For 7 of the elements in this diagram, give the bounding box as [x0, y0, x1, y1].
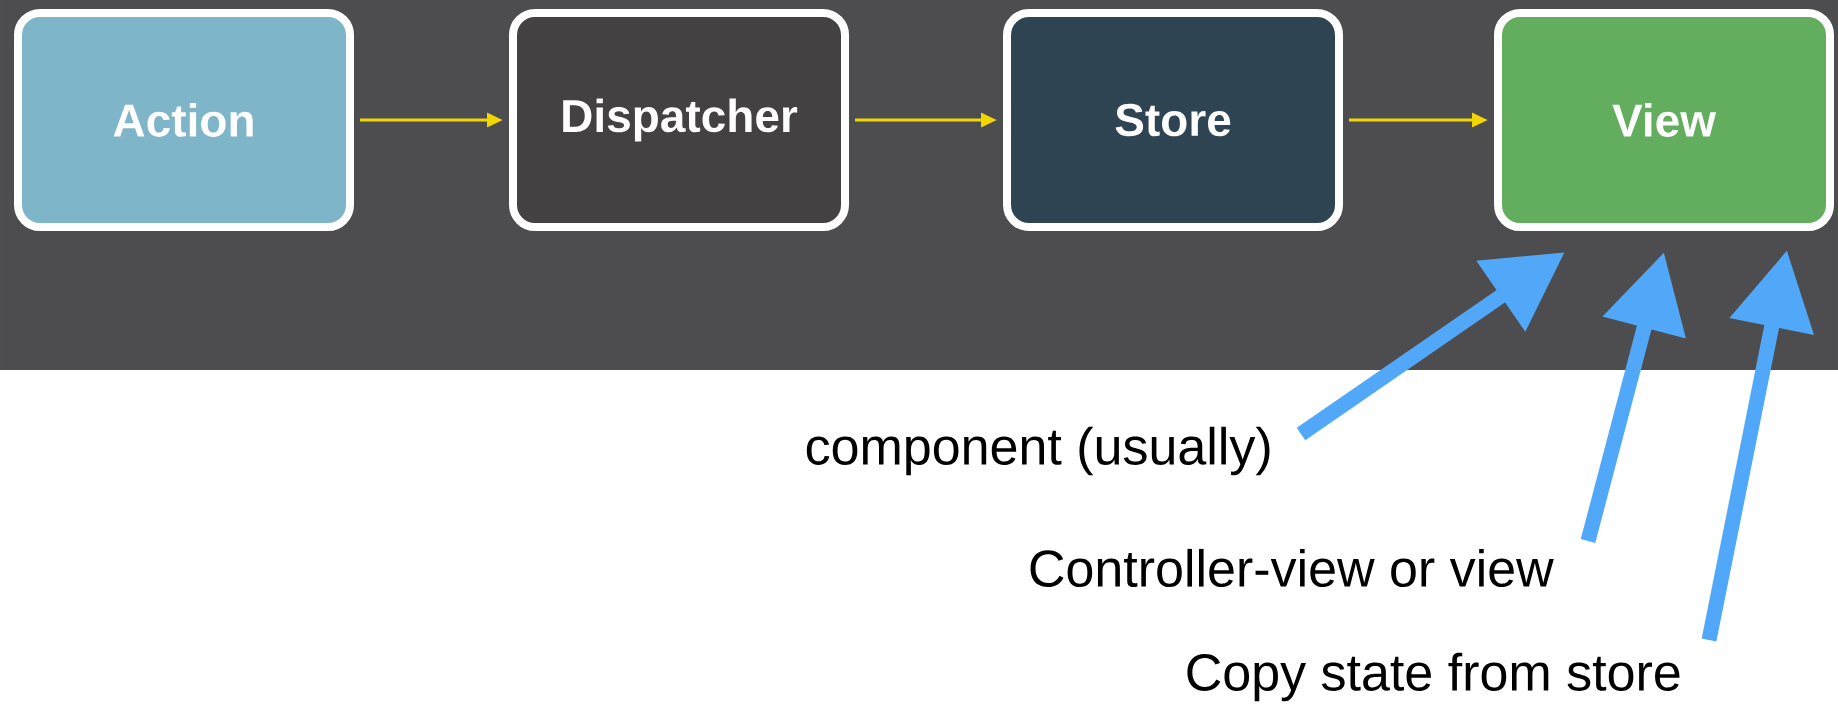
- callout-text: Controller-view or view: [1030, 548, 1554, 588]
- callout-text: Copy state from store: [1187, 652, 1680, 702]
- process-box: Dispatcher: [509, 9, 849, 231]
- process-box: Action: [14, 9, 354, 231]
- process-box: Store: [1003, 9, 1343, 231]
- process-box: View: [1494, 9, 1834, 231]
- callout-text: component (usually): [806, 426, 1270, 476]
